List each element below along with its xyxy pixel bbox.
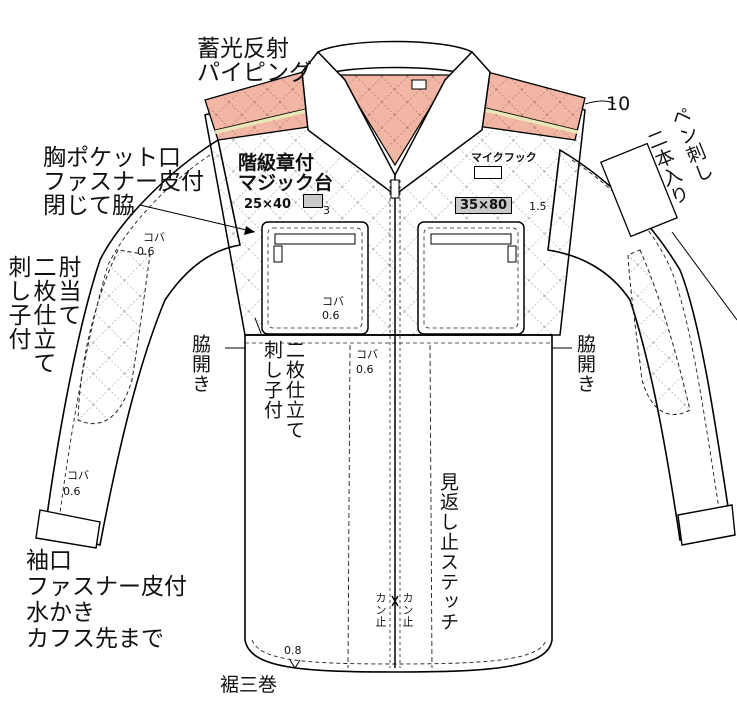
label-facing-stitch: 見返し止ステッチ [437,472,459,632]
left-piping [214,106,319,134]
left-elbow-patch [77,249,151,425]
label-elbow-patch-col1: 肘当て [54,255,80,327]
label-num-06-4: 0.6 [63,485,81,498]
label-num-06-3: 0.6 [356,363,374,376]
label-size-25x40: 25×40 [244,197,292,212]
collar-band-salmon [338,74,452,167]
label-num-06-2: 0.6 [322,309,340,322]
label-num-10: 10 [606,93,631,115]
left-chest-pocket [261,221,369,335]
label-size-35x80: 35×80 [455,197,513,214]
label-double-stitch-col2: 刺し子付 [261,340,283,420]
pen-pocket [599,142,679,238]
label-chest-pocket: 胸ポケット口 ファスナー皮付 閉じて脇 [43,145,204,219]
label-koba-3: コバ [356,348,378,361]
rank-badge-patch [303,194,323,208]
facing-line [429,344,433,669]
left-pocket-zipper [274,233,356,245]
right-pocket-zipper [430,233,512,245]
bartack [391,595,399,607]
label-double-stitch-col1: 二枚仕立て [283,340,305,440]
right-cuff [677,504,736,546]
label-koba-2: コバ [322,295,344,308]
leader-10 [584,100,616,105]
left-sleeve-inner-stitch [57,154,211,529]
left-cuff [35,509,101,549]
label-kan-stop-left: カン止 [374,592,387,628]
collar-tab [411,79,427,90]
label-cuff-notes: 袖口 ファスナー皮付 水かき カフス先まで [26,548,187,652]
leader-pen [671,231,737,321]
label-hem: 裾三巻 [220,674,278,696]
shirt-body [244,334,553,673]
label-side-open-right: 脇開き [574,334,596,394]
mic-hook-tab [474,166,502,179]
back-collar [317,40,473,76]
label-elbow-patch-col2: 二枚仕立て [29,255,55,375]
label-koba-1: コバ [143,231,165,244]
label-mic-hook: マイクフック [471,151,537,164]
hem-mark [289,659,301,669]
label-rank-badge: 階級章付 マジック台 [238,152,334,194]
label-num-08: 0.8 [284,644,302,657]
right-piping [477,106,579,134]
zipper-pull [390,179,400,199]
label-kan-stop-right: カン止 [401,592,414,628]
label-side-open-left: 脇開き [189,334,211,394]
label-num-1-5: 1.5 [529,200,547,213]
right-chest-pocket [417,221,525,335]
leader-double [254,317,263,337]
label-koba-4: コバ [67,469,89,482]
label-num-06-1: 0.6 [137,245,155,258]
label-reflective-piping: 蓄光反射 パイピング [197,36,312,86]
leader-pocket [139,204,256,233]
right-elbow-patch [627,249,691,415]
label-elbow-patch-col3: 刺し子付 [4,255,30,351]
label-num-3: 3 [323,204,330,217]
